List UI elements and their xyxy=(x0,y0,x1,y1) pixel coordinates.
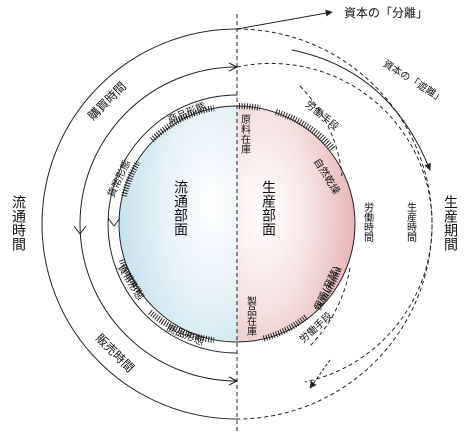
circulation-outer-arrow-top xyxy=(228,62,238,72)
labor-time-arc-lower xyxy=(309,267,351,347)
circulation-ring-arrow xyxy=(107,217,121,227)
labor-time-arc xyxy=(299,85,343,177)
circulation-time-arrow xyxy=(73,225,87,235)
circulation-sphere-label: 流通部面 xyxy=(172,180,188,236)
raw-material-stock-label: 原料在庫 xyxy=(239,114,251,155)
labor-time-label: 労働時間 xyxy=(362,201,374,243)
production-time-label: 生産時間 xyxy=(405,201,417,243)
product-stock-label: 製品在庫 xyxy=(245,295,257,337)
capital-release-label: 資本の「遊離」 xyxy=(381,57,447,105)
capital-separation-arrow xyxy=(236,9,333,30)
capital-separation-label: 資本の「分離」 xyxy=(344,6,428,20)
circulation-outer-arrow-bottom xyxy=(228,376,238,386)
production-time-arc xyxy=(236,28,433,420)
circulation-time-ring xyxy=(41,28,238,420)
circulation-time-label: 流通時間 xyxy=(10,195,26,252)
production-period-label: 生産期間 xyxy=(442,195,458,252)
production-sphere-label: 生産部面 xyxy=(260,180,276,236)
product-release-arrow xyxy=(309,359,331,389)
circulation-inner-ring xyxy=(107,94,238,354)
circulation-outer-ring xyxy=(79,66,238,382)
production-inner-arc xyxy=(236,62,433,383)
capital-release-arc xyxy=(291,49,431,171)
circulation-sphere-half xyxy=(119,106,237,342)
sales-time-label: 販売時間 xyxy=(93,331,138,376)
hatched-segments xyxy=(119,103,342,343)
production-sphere-half xyxy=(237,106,355,342)
